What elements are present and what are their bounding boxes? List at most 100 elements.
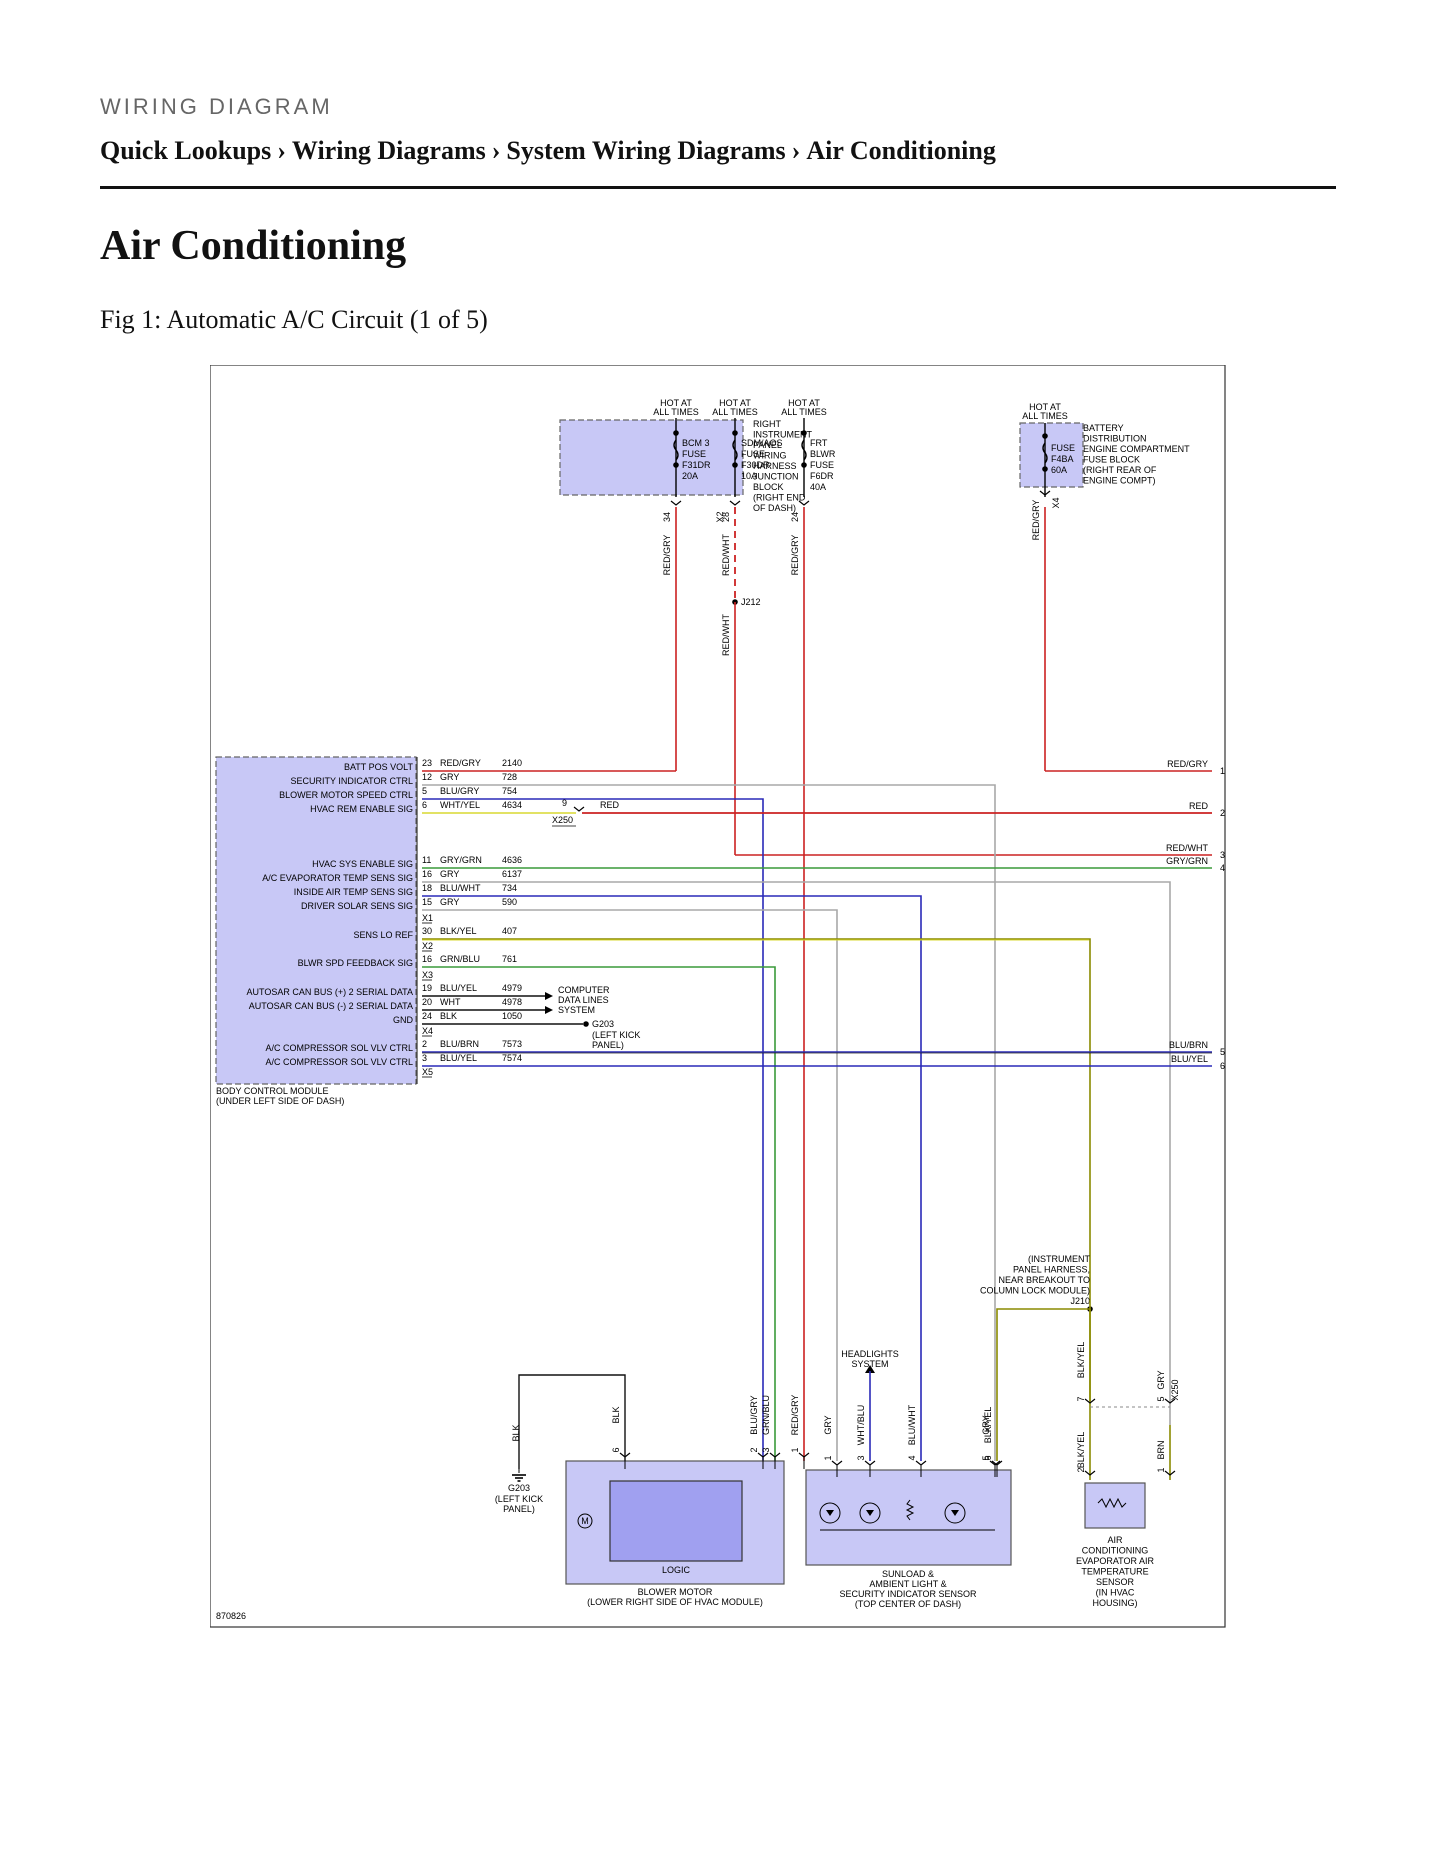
hot-at-all-times-label: ALL TIMES [1022,411,1068,421]
bcm-signal-label: AUTOSAR CAN BUS (+) 2 SERIAL DATA [247,987,413,997]
pin-number: 11 [422,855,431,865]
splice-j210-label: NEAR BREAKOUT TO [998,1275,1090,1285]
hot-at-all-times-label: HOT AT [788,398,820,408]
breadcrumb-wiring-diagrams[interactable]: Wiring Diagrams [291,136,486,165]
ground-dot [583,1021,589,1027]
connector-chevron [1084,1470,1096,1476]
ground-label: PANEL) [503,1504,535,1514]
fuse-label: F30DR [741,460,770,470]
connector-chevron [1164,1398,1176,1404]
wire-color-label: BLK/YEL [440,926,477,936]
body-control-module [215,756,417,1085]
fuse-block-label: WIRING [753,451,787,461]
page-title: Air Conditioning [100,223,407,269]
connector-id: X4 [1051,497,1061,508]
breadcrumb-quick-lookups[interactable]: Quick Lookups [100,136,272,165]
fuse-label: FUSE [741,449,765,459]
wire-color-label: RED/WHT [721,614,731,656]
wire-color-label: BLK/YEL [1076,1342,1086,1379]
wire-color-label: BLK [511,1424,521,1441]
wire-color-label: WHT/BLU [856,1405,866,1446]
circuit-number: 761 [502,954,517,964]
pin-number: 28 [721,512,731,522]
fuse-block [559,419,744,496]
ground-label: G203 [592,1019,614,1029]
circuit-number: 4979 [502,983,522,993]
fuse-block-label: HARNESS [753,461,797,471]
photodiode-icon [859,1502,881,1524]
arrow-icon [545,992,553,1000]
connector-id: X2 [422,941,433,951]
splice-j210-label: (INSTRUMENT [1028,1254,1090,1264]
bcm-label: BODY CONTROL MODULE [216,1086,329,1096]
wire-gry-6137 [422,881,1171,1425]
wire-color-label: GRY [823,1415,833,1434]
battery-block-label: FUSE BLOCK [1083,455,1140,465]
pin-number: 5 [422,786,427,796]
bcm-label: (UNDER LEFT SIDE OF DASH) [216,1096,344,1106]
diode-symbol [826,1510,834,1516]
fuse-block-label: PANEL [753,440,782,450]
pin-number: 16 [422,954,432,964]
blower-motor-label: (LOWER RIGHT SIDE OF HVAC MODULE) [587,1597,763,1607]
wire-color-label: GRY [981,1415,991,1434]
circuit-number: 1050 [502,1011,522,1021]
pin-number: 20 [422,997,432,1007]
sunload-label: (TOP CENTER OF DASH) [855,1599,961,1609]
pin-number: 18 [422,883,432,893]
pin-number: 1 [823,1455,833,1460]
offpage-wire-label: BLU/YEL [1171,1054,1208,1064]
wire-color-label: BLU/GRY [749,1395,759,1434]
breadcrumb-system-wiring-diagrams[interactable]: System Wiring Diagrams [506,136,786,165]
pin-number: 3 [856,1455,866,1460]
evap-sensor-label: EVAPORATOR AIR [1076,1556,1155,1566]
wire-color-label: WHT [440,997,461,1007]
offpage-wire-label: RED/WHT [1166,843,1208,853]
connector-id: X250 [1170,1379,1180,1400]
wire-color-label: BLU/BRN [440,1039,479,1049]
pin-number: 5 [1156,1396,1166,1401]
wire-color-label: RED/GRY [440,758,481,768]
connector-id: X250 [552,815,573,825]
connector-id: X3 [422,970,433,980]
evap-sensor-label: HOUSING) [1093,1598,1138,1608]
pin-number: 16 [422,869,432,879]
breadcrumb-air-conditioning[interactable]: Air Conditioning [806,136,996,165]
fuse-symbol [1042,442,1048,464]
connector-chevron [831,1460,843,1466]
fuse-label: BLWR [810,449,836,459]
fuse-block-label: (RIGHT END [753,493,806,503]
splice-dot [801,430,807,436]
fuse-block-label: INSTRUMENT [753,430,812,440]
connector-chevron [573,806,585,812]
bcm-signal-label: GND [393,1015,414,1025]
breadcrumb: Quick Lookups›Wiring Diagrams›System Wir… [100,136,996,166]
circuit-number: 7574 [502,1053,522,1063]
fuse-label: 20A [682,471,698,481]
wire-gry-590 [422,909,838,1461]
pin-number: 24 [422,1011,432,1021]
wire-color-label: BLK [440,1011,457,1021]
header-rule [100,186,1336,189]
thermistor-icon [1097,1497,1127,1509]
ground-label: (LEFT KICK [592,1030,640,1040]
splice-dot [673,462,679,468]
wire-grn-blu-761 [422,966,776,1461]
wire-blu-wht-734 [422,895,922,1461]
wire-color-label: RED [600,800,620,810]
connector-id: X1 [422,913,433,923]
circuit-number: 728 [502,772,517,782]
fuse-block-label: RIGHT [753,419,782,429]
pin-number: 12 [422,772,432,782]
circuit-number: 4636 [502,855,522,865]
connector-chevron [864,1460,876,1466]
arrow-up-icon [865,1365,875,1373]
wire-color-label: BLU/WHT [907,1404,917,1445]
bcm-signal-label: A/C EVAPORATOR TEMP SENS SIG [262,873,413,883]
connector-id: X2 [715,511,725,522]
hot-at-all-times-label: HOT AT [1029,402,1061,412]
fuse-label: FUSE [810,460,834,470]
bcm-signal-label: SENS LO REF [353,930,413,940]
wire-color-label: RED/GRY [662,535,672,576]
offpage-wire-label: BLU/BRN [1169,1040,1208,1050]
